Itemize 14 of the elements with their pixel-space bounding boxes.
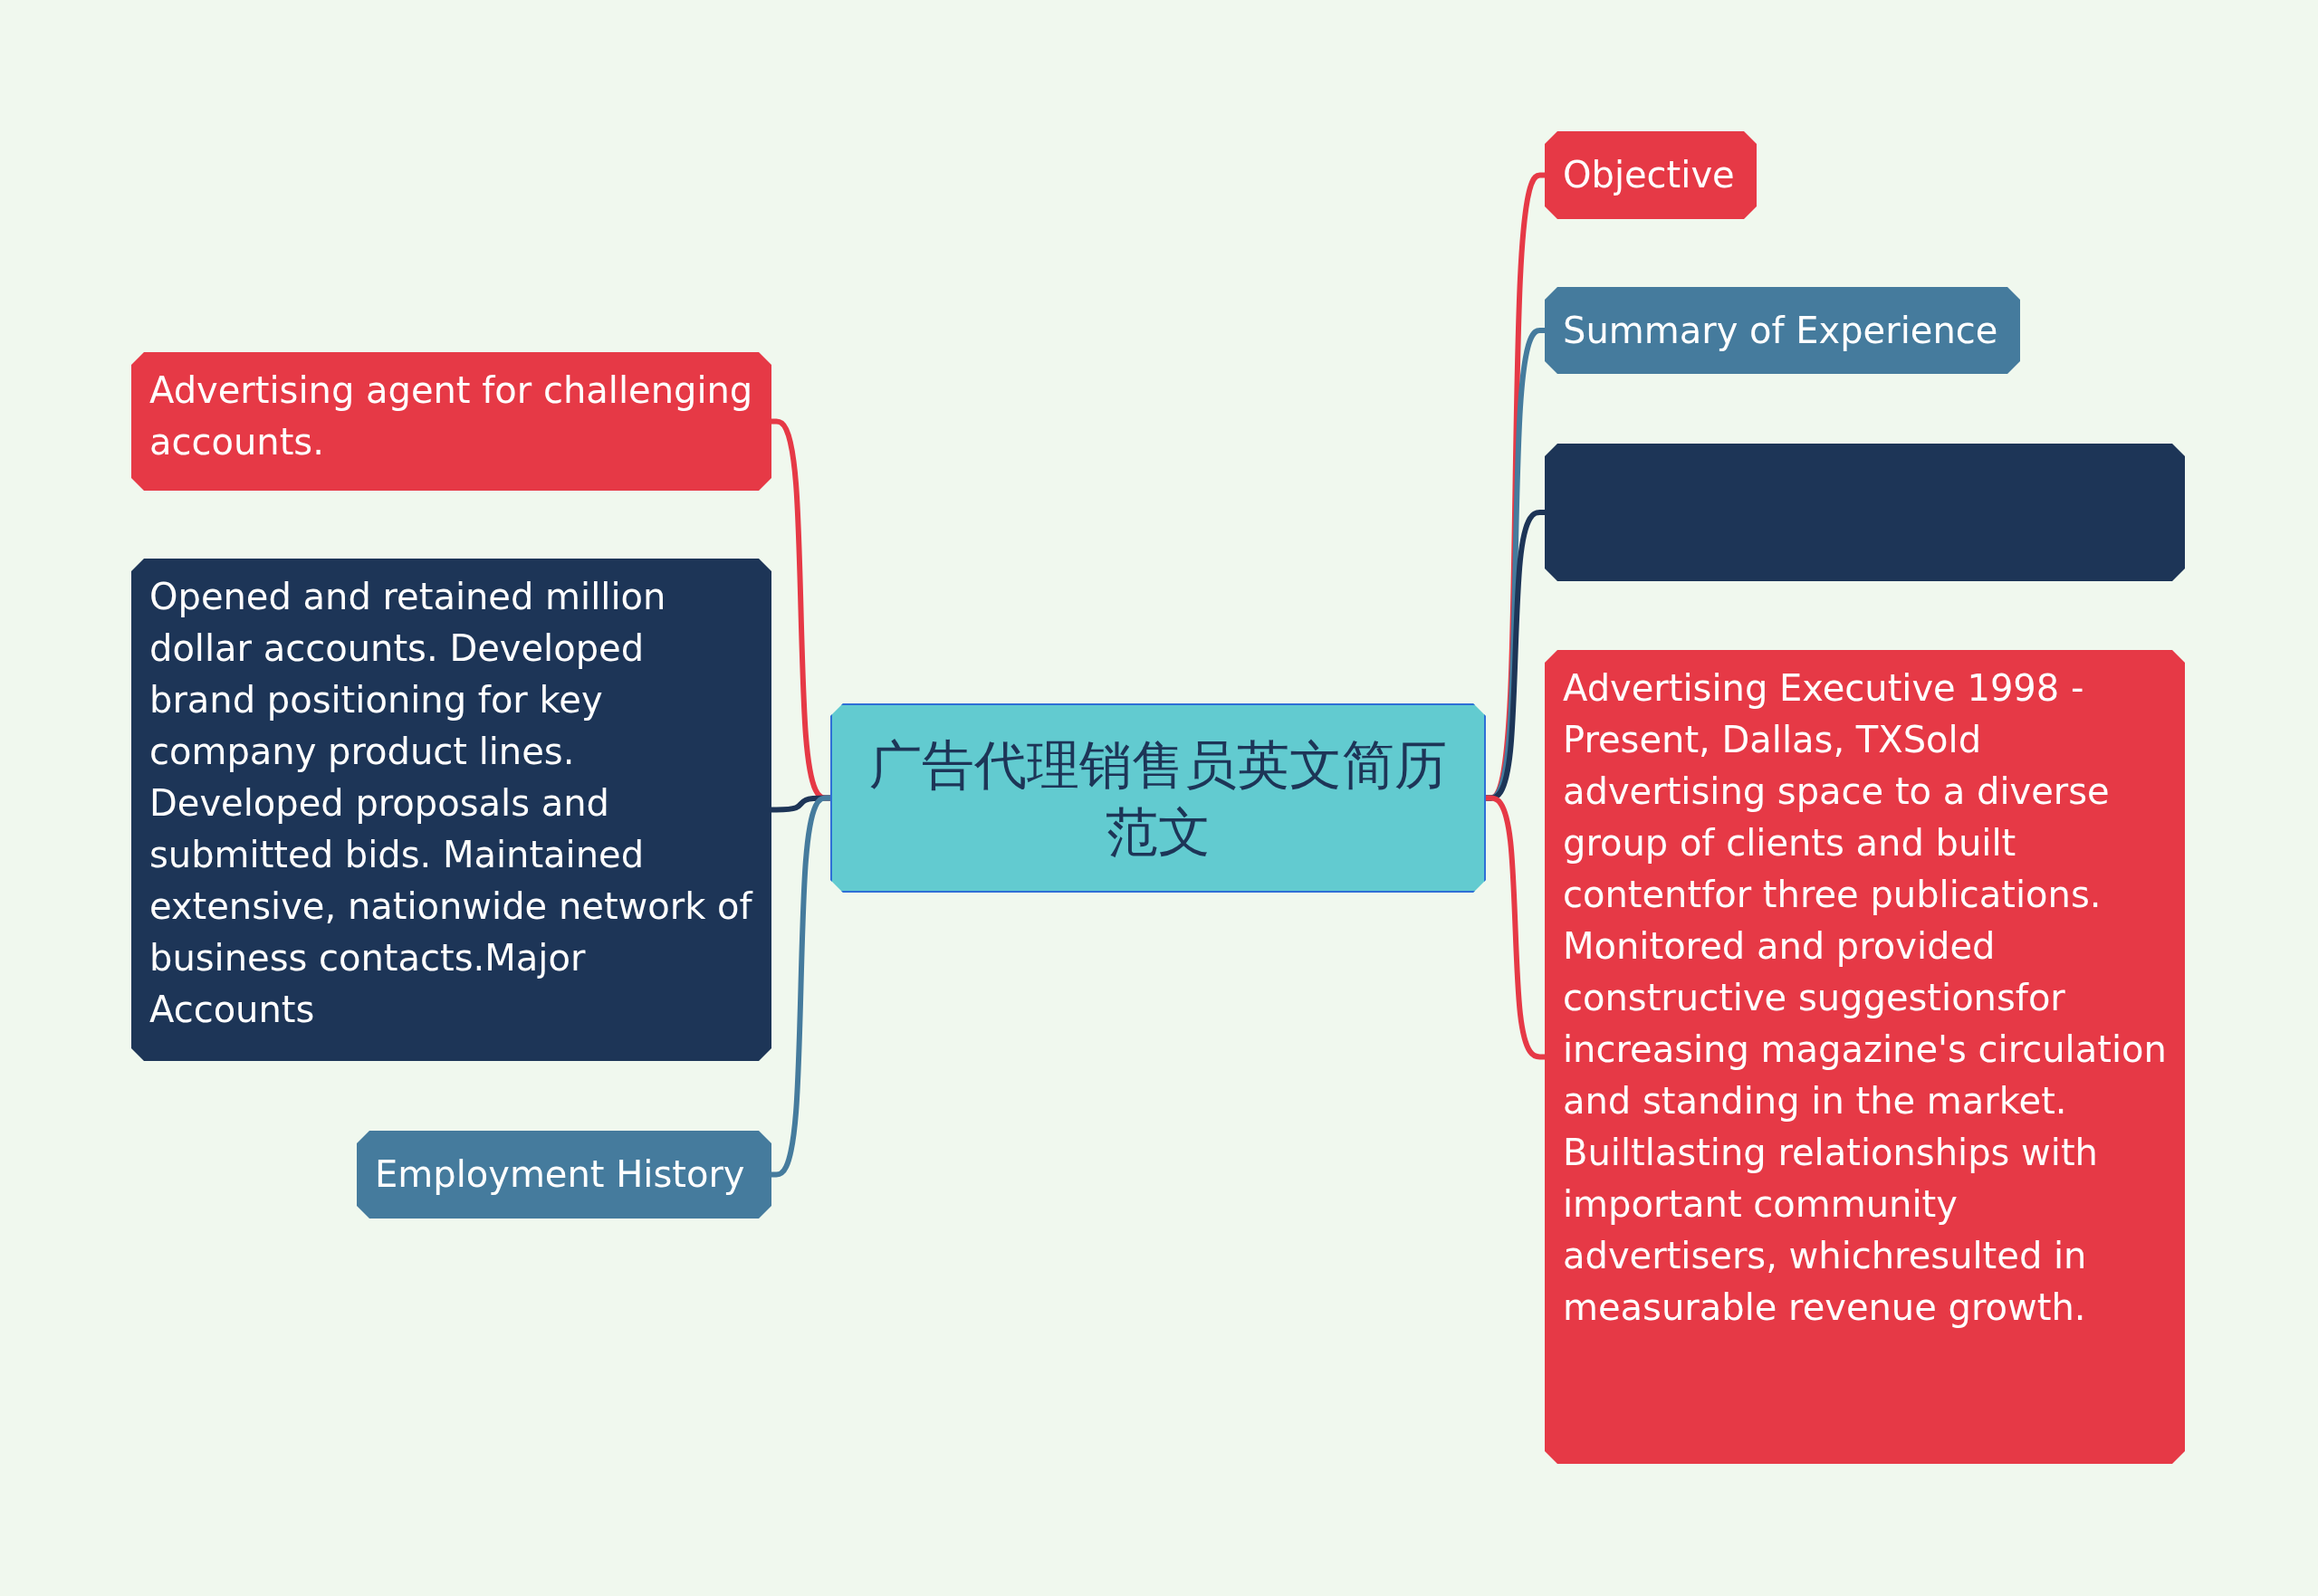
topic-text: Objective [1563, 153, 1735, 197]
topic-text: Employment History [375, 1152, 745, 1197]
topic-box [1545, 131, 1757, 219]
topic-box [1545, 287, 2020, 374]
empty-box [1545, 444, 2185, 581]
topic-text: Advertising agent for challenging accounts. [149, 368, 753, 464]
topic-box [1545, 650, 2185, 1464]
topic-box [131, 352, 771, 491]
topic-box [357, 1131, 771, 1219]
topic-text: Advertising Executive 1998 - Present, Dallas, TXSold advertising space to a diverse group of clients and built contentfor three publications. Monitored and provided constructive suggestionsfor increasing magazine's circulation and standing in the market. Builtlasting relationships with important community advertisers, whichresulted in measurable revenue growth. [1563, 666, 2167, 1330]
central-topic-text: 广告代理销售员英文简历范文 [868, 732, 1448, 865]
central-topic-box [830, 703, 1486, 893]
topic-text: Summary of Experience [1563, 308, 1998, 353]
topic-text: Opened and retained million dollar accounts. Developed brand positioning for key company product lines. Developed proposals and submitted bids. Maintained extensive, nationwide network of business contacts.Major Accounts [149, 575, 753, 1032]
